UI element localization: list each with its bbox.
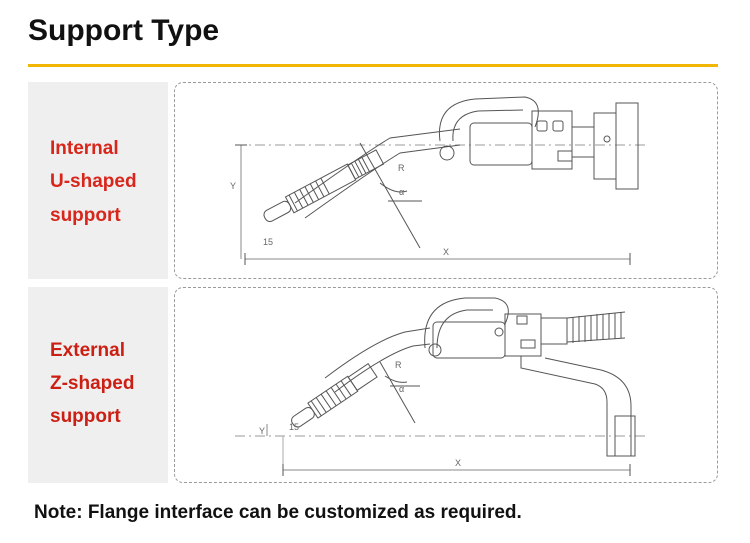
dimension-angle-label: α (399, 187, 404, 197)
dimension-tip-label: 15 (289, 422, 299, 432)
external-z-support-drawing: Y X R α 15 (235, 297, 645, 476)
dimension-r-label: R (395, 360, 402, 370)
dimension-x-label: X (443, 247, 449, 257)
dimension-y-label: Y (259, 426, 265, 436)
dimension-angle-label: α (399, 384, 404, 394)
internal-support-label-line-2: U-shaped (50, 171, 137, 192)
dimension-tip-label: 15 (263, 237, 273, 247)
external-z-support-diagram: Y X R α 15 (174, 287, 718, 483)
internal-support-label-panel: Internal U-shaped support (28, 82, 168, 279)
external-support-label-panel: External Z-shaped support (28, 287, 168, 483)
page-title: Support Type (28, 14, 220, 47)
external-support-label-line-3: support (50, 406, 121, 427)
title-underline (28, 64, 718, 67)
dimension-x-label: X (455, 458, 461, 468)
customization-note: Note: Flange interface can be customized… (34, 502, 522, 523)
external-support-label-line-1: External (50, 340, 125, 361)
internal-support-label-line-1: Internal (50, 138, 119, 159)
dimension-r-label: R (398, 163, 405, 173)
internal-support-label-line-3: support (50, 205, 121, 226)
external-support-label-line-2: Z-shaped (50, 373, 135, 394)
internal-u-support-diagram: Y X R α 15 (174, 82, 718, 279)
internal-u-support-drawing: Y X R α 15 (230, 96, 645, 265)
dimension-y-label: Y (230, 181, 236, 191)
